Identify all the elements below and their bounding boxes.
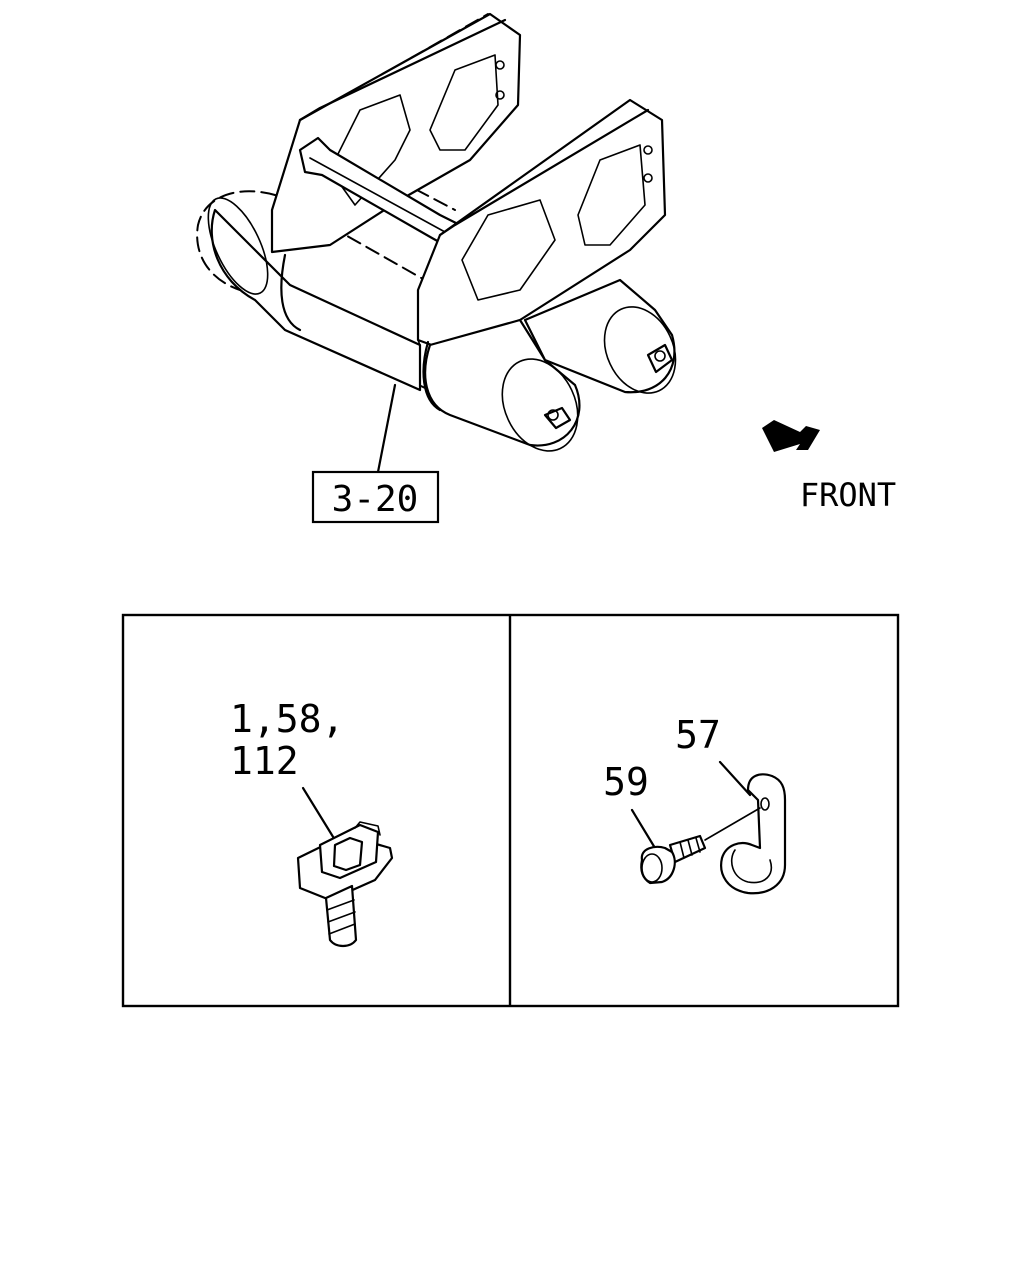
assembly-line (704, 807, 761, 841)
ref-box: 3-20 (311, 470, 440, 524)
ref-label: 3-20 (332, 479, 419, 520)
bolt-icon (640, 834, 707, 885)
front-arrow-icon (762, 420, 820, 452)
bracket-leader-line (718, 760, 752, 797)
clip-icon (296, 821, 394, 948)
detail-panels (121, 613, 900, 1008)
bolt-leader-line (630, 808, 657, 850)
detail-bracket: 57 59 (603, 713, 787, 895)
tank-front-left (424, 318, 581, 452)
callout-clip-line2: 112 (230, 739, 299, 783)
p-clamp-bracket-icon (720, 773, 787, 895)
front-frame-bracket (416, 98, 667, 350)
tank-rear-left (207, 197, 422, 392)
callout-clip-line1: 1,58, (230, 697, 344, 741)
callout-bolt: 59 (603, 760, 649, 804)
tank-front-right (523, 278, 677, 394)
front-direction-label: FRONT (800, 476, 896, 514)
ref-leader-line (376, 383, 397, 474)
callout-bracket: 57 (675, 713, 721, 757)
air-tank-assembly: 3-20 FRONT (196, 12, 896, 524)
tank-strap (280, 253, 442, 412)
rear-frame-bracket (270, 12, 522, 254)
detail-clip: 1,58, 112 (230, 697, 394, 948)
clip-leader-line (301, 786, 337, 842)
